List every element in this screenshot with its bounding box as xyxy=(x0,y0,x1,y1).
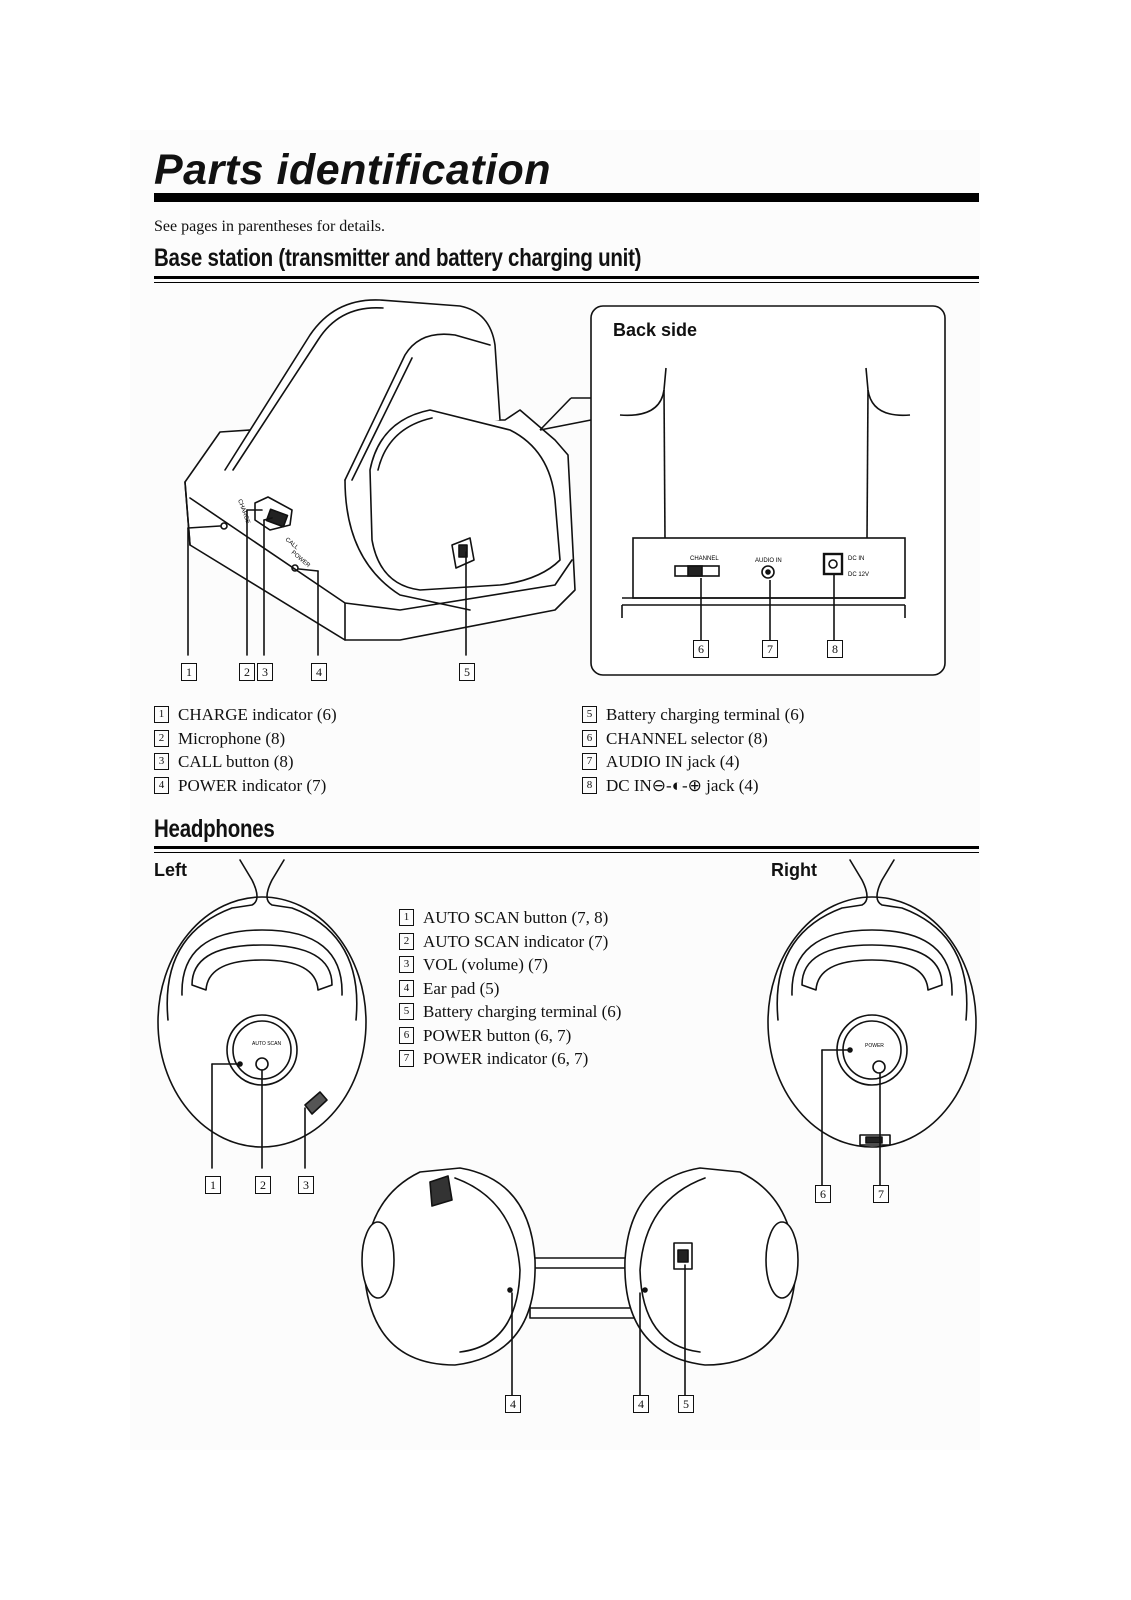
left-label: Left xyxy=(154,860,187,880)
auto-scan-device-label: AUTO SCAN xyxy=(252,1041,281,1047)
back-side-label: Back side xyxy=(613,320,698,340)
hp-callout-7: 7 xyxy=(873,1185,889,1203)
headphones-heading: Headphones xyxy=(154,815,275,843)
intro-note: See pages in parentheses for details. xyxy=(154,218,386,235)
hp-callout-3: 3 xyxy=(298,1176,314,1194)
callout-6: 6 xyxy=(693,640,709,658)
callout-8: 8 xyxy=(827,640,843,658)
callout-1: 1 xyxy=(181,663,197,681)
page-title: Parts identification xyxy=(154,146,552,194)
headphones-rule-thin xyxy=(154,852,979,853)
audio-in-device-label: AUDIO IN xyxy=(755,558,782,564)
title-rule xyxy=(154,193,979,202)
power-device-label-headphones: POWER xyxy=(865,1043,884,1049)
hp-callout-1: 1 xyxy=(205,1176,221,1194)
callout-4: 4 xyxy=(311,663,327,681)
callout-7: 7 xyxy=(762,640,778,658)
base-station-rule-thin xyxy=(154,282,979,283)
base-station-heading: Base station (transmitter and battery ch… xyxy=(154,244,642,272)
callout-3: 3 xyxy=(257,663,273,681)
hp-callout-2: 2 xyxy=(255,1176,271,1194)
hp-callout-6: 6 xyxy=(815,1185,831,1203)
base-station-rule xyxy=(154,276,979,279)
headphones-rule xyxy=(154,846,979,849)
dc-in-voltage-label: DC 12V xyxy=(848,572,869,578)
hp-callout-5: 5 xyxy=(678,1395,694,1413)
callout-5: 5 xyxy=(459,663,475,681)
hp-callout-4-left: 4 xyxy=(505,1395,521,1413)
dc-in-device-label: DC IN xyxy=(848,556,864,562)
right-label: Right xyxy=(771,860,817,880)
channel-device-label: CHANNEL xyxy=(690,556,719,562)
callout-2: 2 xyxy=(239,663,255,681)
hp-callout-4-right: 4 xyxy=(633,1395,649,1413)
